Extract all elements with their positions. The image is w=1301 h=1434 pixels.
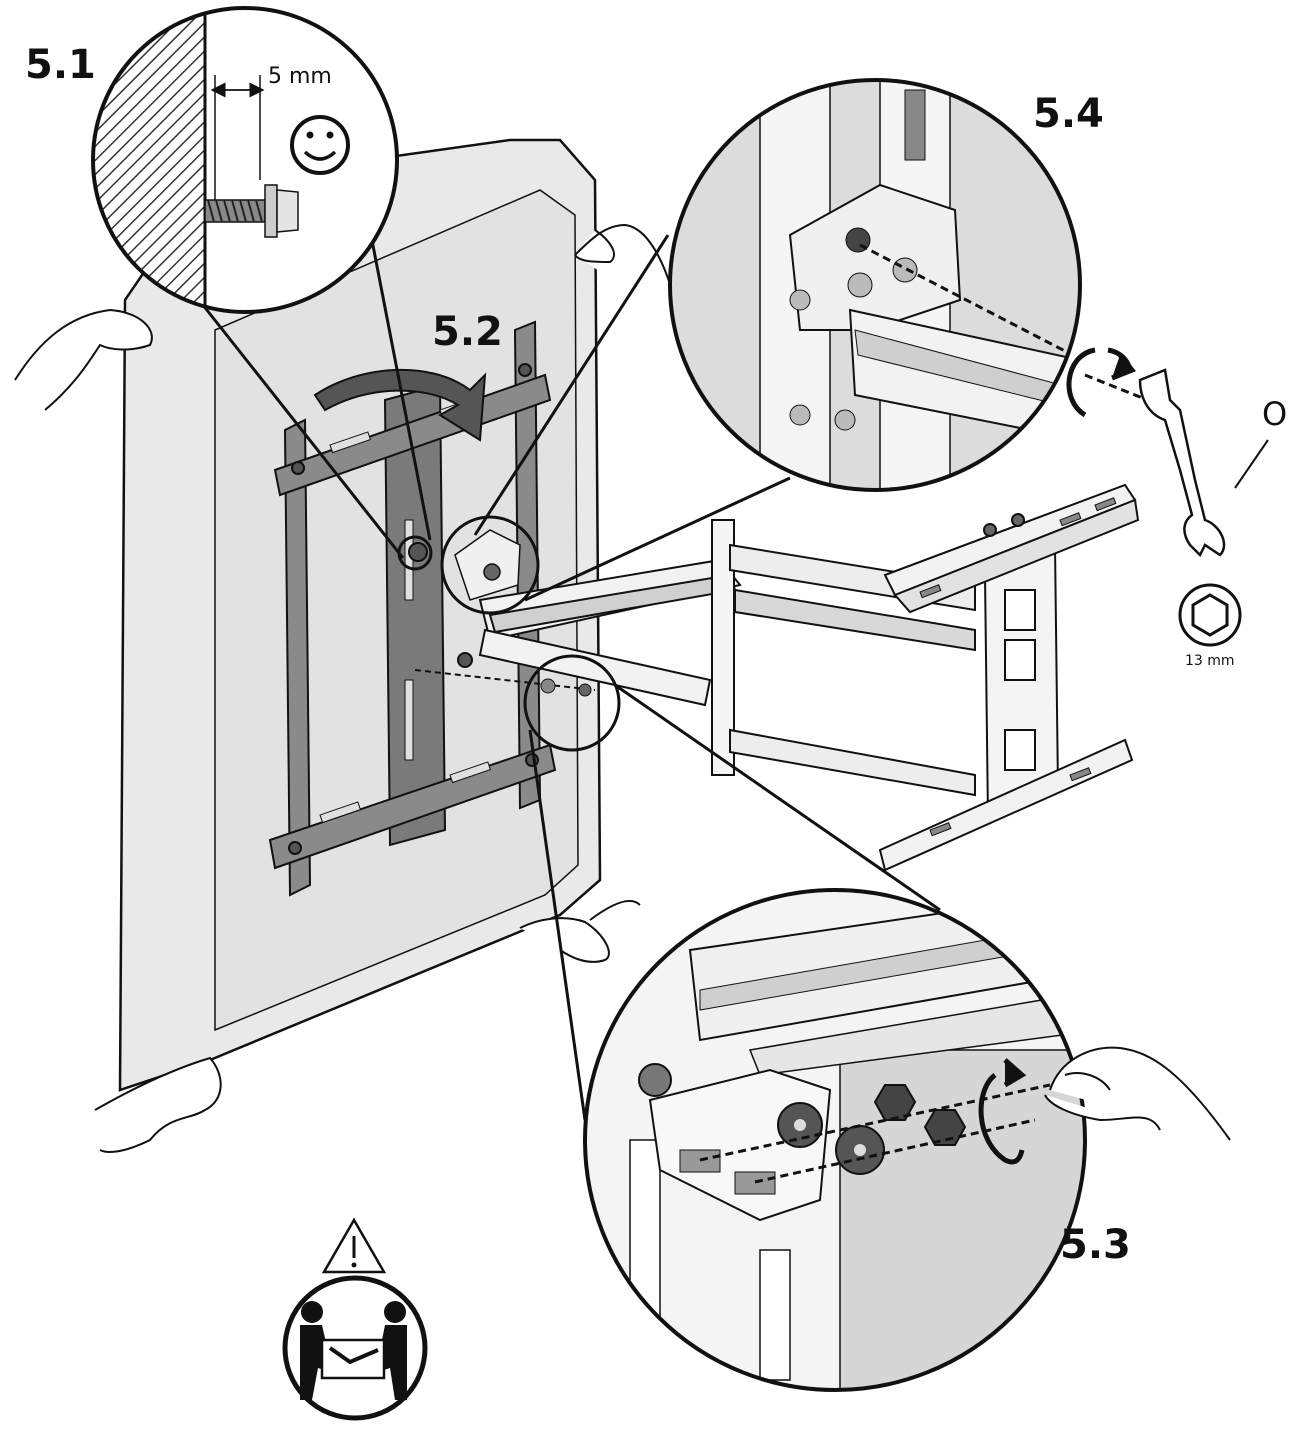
hex-nut-icon [1178, 583, 1242, 647]
washer-detail-small [414, 669, 596, 697]
callout-5-1: 5 mm [91, 6, 399, 314]
hex-size-label: 13 mm [1185, 653, 1235, 669]
callout-5-4 [668, 78, 1082, 492]
warning-icon [321, 1217, 387, 1274]
callout-5-3 [583, 888, 1087, 1392]
rotate-arrow-icon [1066, 347, 1137, 418]
hand-top-left [14, 308, 153, 411]
rotate-arrow-icon-2 [978, 1058, 1027, 1165]
step-5-1-label: 5.1 [25, 42, 96, 88]
wrench-icon [1138, 368, 1226, 558]
hook-detail-small [454, 529, 521, 601]
detail-circle-hook [440, 515, 540, 615]
detail-circle-washer [523, 654, 621, 752]
step-5-4-label: 5.4 [1033, 91, 1104, 137]
helper-hands [14, 223, 681, 1153]
wrench-label: O [1262, 395, 1287, 433]
step-5-3-label: 5.3 [1060, 1222, 1131, 1268]
two-person-lift-icon [282, 1275, 428, 1421]
hand-right-detail [1044, 1046, 1231, 1141]
measure-label: 5 mm [268, 64, 332, 89]
hook-on-arrow-icon [313, 368, 487, 442]
hand-bottom-right [519, 900, 641, 963]
hand-bottom-left [94, 1056, 222, 1153]
articulating-arm [478, 483, 1140, 872]
lag-screw [204, 184, 299, 238]
step-5-2-label: 5.2 [432, 309, 503, 355]
callout-lines [193, 229, 941, 1121]
smiley-icon [290, 115, 350, 175]
